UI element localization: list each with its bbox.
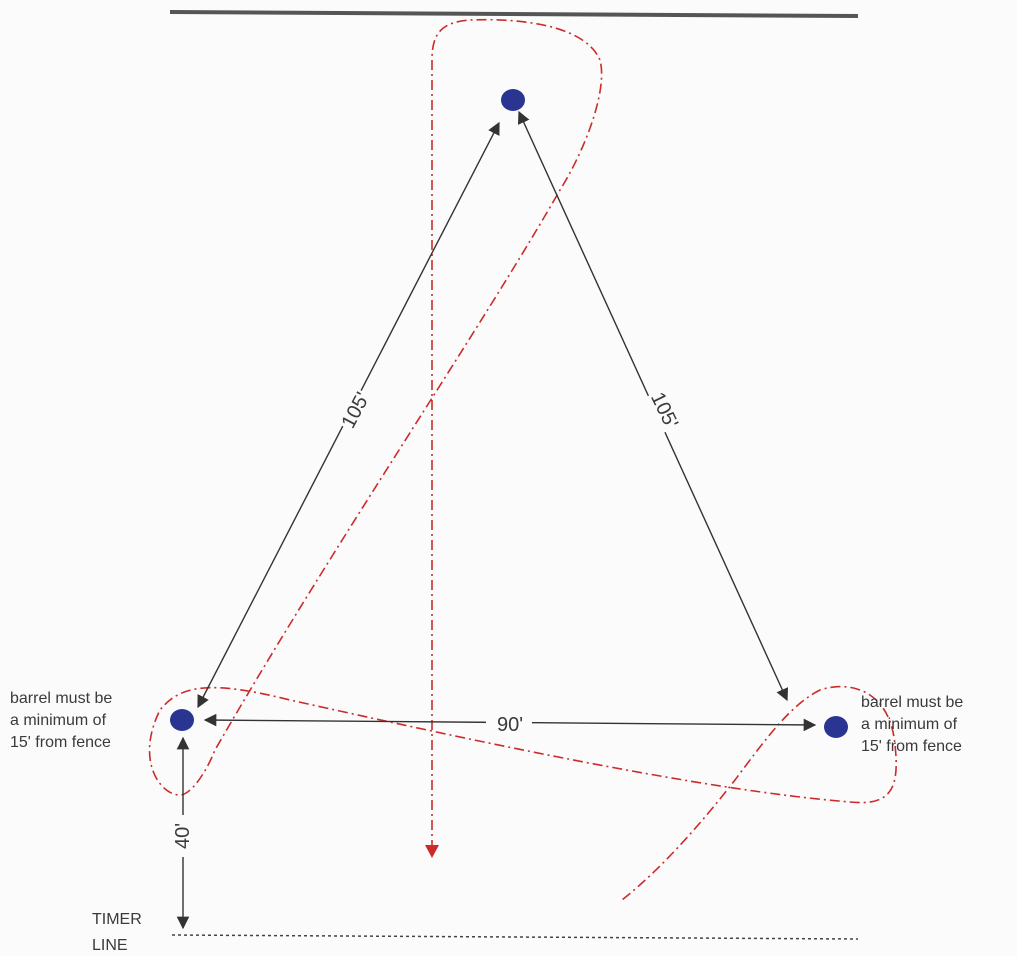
run-pattern-path	[148, 18, 897, 901]
left-note-line-2: a minimum of	[10, 712, 107, 729]
fence-line	[169, 10, 859, 18]
left-note-line-1: barrel must be	[10, 690, 113, 707]
barrel-left	[170, 709, 194, 731]
left-note-line-3: 15' from fence	[10, 734, 111, 751]
timer-distance-label: 40'	[172, 823, 194, 849]
timer-line-label-1: TIMER	[92, 911, 142, 928]
right-note-line-3: 15' from fence	[861, 738, 962, 755]
right-barrel-note: barrel must be a minimum of 15' from fen…	[861, 692, 1017, 758]
run-start-arrowhead	[425, 845, 439, 858]
timer-line	[171, 934, 859, 940]
barrel-right	[824, 716, 848, 738]
base-distance-label: 90'	[497, 714, 523, 736]
right-note-line-2: a minimum of	[861, 716, 958, 733]
barrel-top	[501, 89, 525, 111]
timer-line-label-2: LINE	[92, 937, 128, 954]
right-note-line-1: barrel must be	[861, 694, 964, 711]
left-barrel-note: barrel must be a minimum of 15' from fen…	[10, 688, 166, 754]
